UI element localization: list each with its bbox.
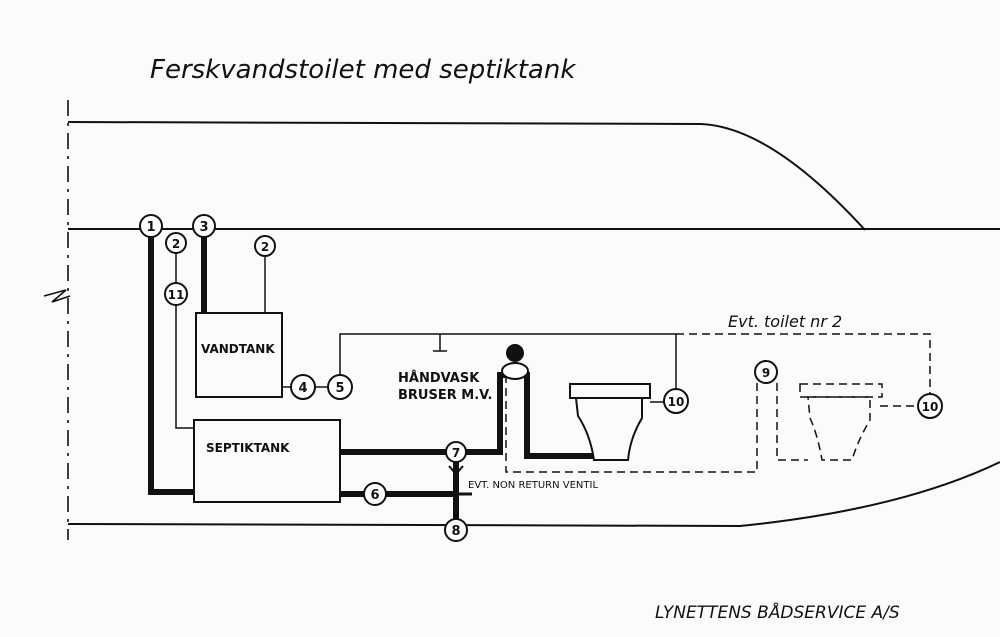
marker-8: 8 — [444, 518, 468, 542]
pipe-fresh-water-main — [339, 333, 677, 388]
toilet — [569, 383, 664, 461]
svg-text:3: 3 — [199, 220, 208, 235]
marker-3: 3 — [192, 214, 216, 238]
thick-pipes — [148, 237, 593, 522]
marker-1: 1 — [139, 214, 163, 238]
water-tank — [195, 312, 283, 398]
septic-tank — [193, 419, 341, 503]
toilet-2-label: Evt. toilet nr 2 — [728, 312, 842, 331]
hull-bottom — [67, 461, 1000, 528]
valve-left-stroke — [448, 465, 457, 475]
pump-body — [501, 362, 529, 380]
marker-11: 11 — [164, 282, 188, 306]
thin-pipes — [175, 253, 677, 429]
optional-toilet-2 — [505, 333, 931, 473]
svg-text:11: 11 — [168, 288, 185, 302]
svg-text:9: 9 — [762, 366, 770, 380]
marker-4: 4 — [290, 374, 316, 400]
valve-right-stroke — [455, 465, 464, 475]
cabin-roof — [67, 121, 866, 231]
toilet-2-seat — [799, 383, 883, 398]
non-return-valve — [440, 465, 472, 496]
markers: 1 2 3 2 11 4 5 10 9 10 7 6 8 — [139, 214, 943, 542]
basin-label-2: BRUSER M.V. — [398, 388, 492, 403]
marker-2-tank: 2 — [254, 235, 276, 257]
svg-text:1: 1 — [146, 220, 155, 235]
pipe-11-to-septic — [175, 305, 194, 429]
valve-label: EVT. NON RETURN VENTIL — [468, 480, 598, 491]
pipe-vent-to-septic — [148, 237, 194, 495]
toilet-2-bowl — [807, 396, 871, 461]
pump-head — [506, 344, 524, 362]
svg-text:2: 2 — [261, 240, 269, 254]
toilet-seat — [569, 383, 651, 399]
break-mark — [43, 289, 71, 303]
diagram-title: Ferskvandstoilet med septiktank — [150, 55, 576, 85]
pump-symbol — [501, 344, 529, 380]
basin-label-1: HÅNDVASK — [398, 370, 480, 386]
septic-tank-label: SEPTIKTANK — [206, 441, 290, 455]
marker-5: 5 — [327, 374, 353, 400]
marker-2-vent: 2 — [165, 232, 187, 254]
hull-outline — [43, 100, 1000, 540]
svg-text:2: 2 — [172, 237, 180, 251]
dashed-waste-line — [505, 375, 758, 473]
marker-6: 6 — [363, 482, 387, 506]
svg-text:8: 8 — [451, 524, 460, 539]
water-tank-label: VANDTANK — [201, 342, 275, 356]
svg-text:7: 7 — [452, 446, 460, 460]
marker-7: 7 — [445, 441, 467, 463]
toilet-bowl — [574, 397, 643, 461]
dashed-waste-toilet2 — [776, 383, 808, 461]
svg-text:6: 6 — [370, 488, 379, 503]
marker-10-toilet-2: 10 — [917, 393, 943, 419]
marker-9: 9 — [754, 360, 778, 384]
svg-text:5: 5 — [335, 381, 344, 396]
svg-text:4: 4 — [298, 381, 307, 396]
svg-text:10: 10 — [668, 395, 685, 409]
company-credit: LYNETTENS BÅDSERVICE A/S — [655, 601, 900, 623]
svg-text:10: 10 — [922, 400, 939, 414]
dashed-water-line — [676, 333, 931, 394]
marker-10-toilet-1: 10 — [663, 388, 689, 414]
